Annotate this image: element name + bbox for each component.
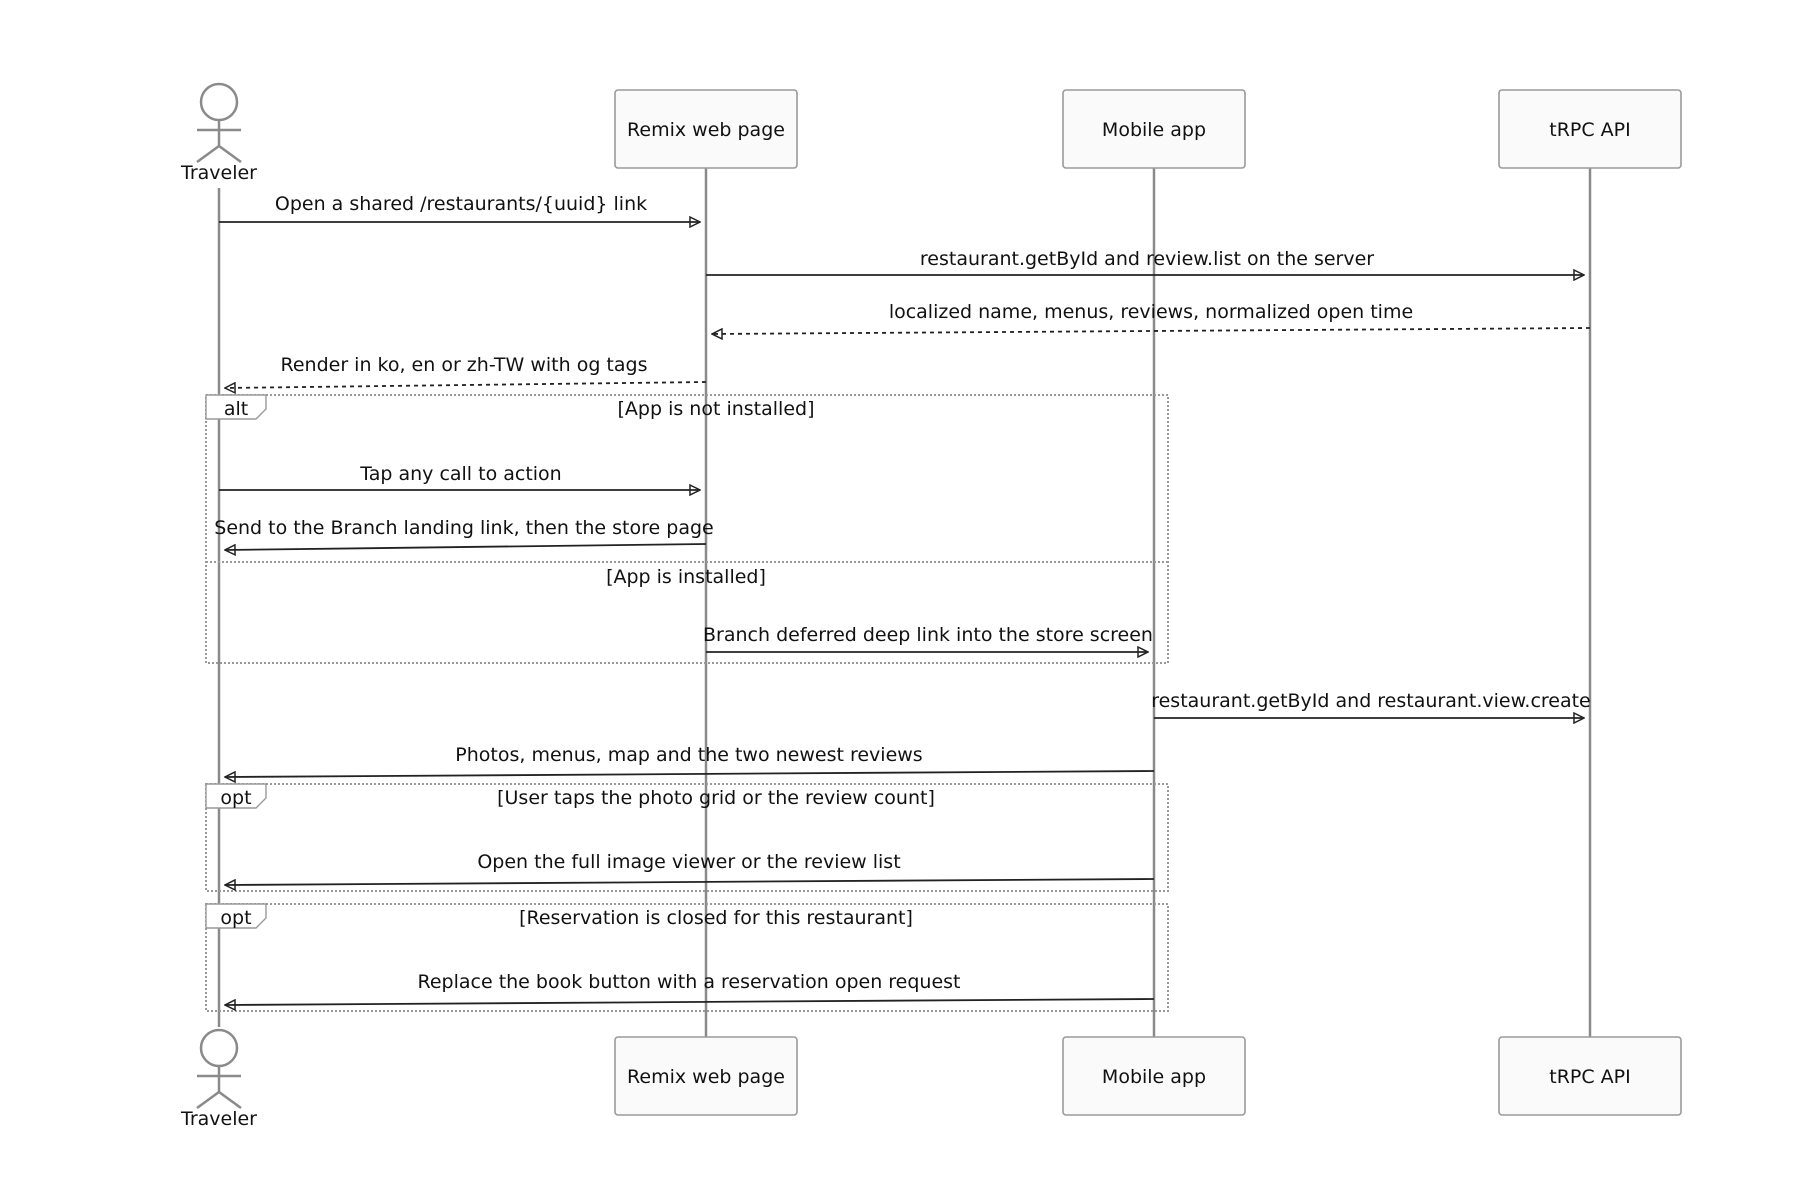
message-store-screen: Photos, menus, map and the two newest re… xyxy=(225,744,1155,777)
actor-traveler-bottom: Traveler xyxy=(180,1028,257,1130)
fragment-condition: [Reservation is closed for this restaura… xyxy=(519,907,913,929)
message-label: Open the full image viewer or the review… xyxy=(477,851,900,873)
message-open-shared-link: Open a shared /restaurants/{uuid} link xyxy=(219,193,700,222)
participants-top: Traveler Remix web page Mobile app tRPC … xyxy=(180,82,1682,184)
participant-label: Mobile app xyxy=(1102,1066,1206,1088)
fragment-condition: [App is installed] xyxy=(606,566,766,588)
message-app-fetch: restaurant.getById and restaurant.view.c… xyxy=(1151,690,1591,718)
message-label: Replace the book button with a reservati… xyxy=(418,971,961,993)
message-branch-landing: Send to the Branch landing link, then th… xyxy=(214,517,714,550)
participants-bottom: Traveler Remix web page Mobile app tRPC … xyxy=(180,1028,1682,1130)
actor-icon xyxy=(196,1028,242,1110)
message-label: Open a shared /restaurants/{uuid} link xyxy=(275,193,647,215)
message-label: Send to the Branch landing link, then th… xyxy=(214,517,713,539)
participant-label: Traveler xyxy=(180,1108,257,1130)
message-label: Branch deferred deep link into the store… xyxy=(703,624,1153,646)
participant-label: Traveler xyxy=(180,162,257,184)
participant-label: Remix web page xyxy=(627,1066,785,1088)
participant-mobile-bottom: Mobile app xyxy=(1062,1036,1246,1116)
participant-label: tRPC API xyxy=(1549,119,1630,141)
message-tap-cta: Tap any call to action xyxy=(219,463,700,490)
fragment-tab xyxy=(205,903,267,929)
fragment-condition: [App is not installed] xyxy=(618,398,815,420)
fragment-keyword: opt xyxy=(220,787,251,809)
message-label: restaurant.getById and review.list on th… xyxy=(920,248,1374,270)
message-full-viewer: Open the full image viewer or the review… xyxy=(225,851,1155,885)
participant-mobile: Mobile app xyxy=(1062,89,1246,169)
fragment-keyword: alt xyxy=(224,398,248,420)
message-label: Photos, menus, map and the two newest re… xyxy=(455,744,922,766)
participant-trpc-bottom: tRPC API xyxy=(1498,1036,1682,1116)
message-label: Render in ko, en or zh-TW with og tags xyxy=(280,354,647,376)
message-render-og-tags: Render in ko, en or zh-TW with og tags xyxy=(225,354,707,388)
messages: Open a shared /restaurants/{uuid} link r… xyxy=(214,193,1591,1005)
participant-remix: Remix web page xyxy=(614,89,798,169)
participant-trpc: tRPC API xyxy=(1498,89,1682,169)
participant-label: tRPC API xyxy=(1549,1066,1630,1088)
participant-label: Mobile app xyxy=(1102,119,1206,141)
message-server-fetch: restaurant.getById and review.list on th… xyxy=(706,248,1584,275)
message-label: Tap any call to action xyxy=(359,463,561,485)
message-reservation-open-request: Replace the book button with a reservati… xyxy=(225,971,1155,1005)
message-localized-data: localized name, menus, reviews, normaliz… xyxy=(712,301,1591,334)
actor-traveler: Traveler xyxy=(180,82,257,184)
message-deferred-deep-link: Branch deferred deep link into the store… xyxy=(703,624,1153,652)
fragment-alt-app-installed: alt [App is not installed] [App is insta… xyxy=(205,394,1169,664)
fragment-tab xyxy=(205,783,267,809)
participant-remix-bottom: Remix web page xyxy=(614,1036,798,1116)
fragment-tab xyxy=(205,394,267,420)
fragment-condition: [User taps the photo grid or the review … xyxy=(497,787,935,809)
participant-label: Remix web page xyxy=(627,119,785,141)
message-label: localized name, menus, reviews, normaliz… xyxy=(889,301,1413,323)
lifelines xyxy=(217,168,1592,1037)
fragment-opt-photo-grid: opt [User taps the photo grid or the rev… xyxy=(205,783,1169,892)
fragment-opt-reservation-closed: opt [Reservation is closed for this rest… xyxy=(205,903,1169,1012)
fragment-keyword: opt xyxy=(220,907,251,929)
message-label: restaurant.getById and restaurant.view.c… xyxy=(1151,690,1591,712)
actor-icon xyxy=(196,82,242,164)
